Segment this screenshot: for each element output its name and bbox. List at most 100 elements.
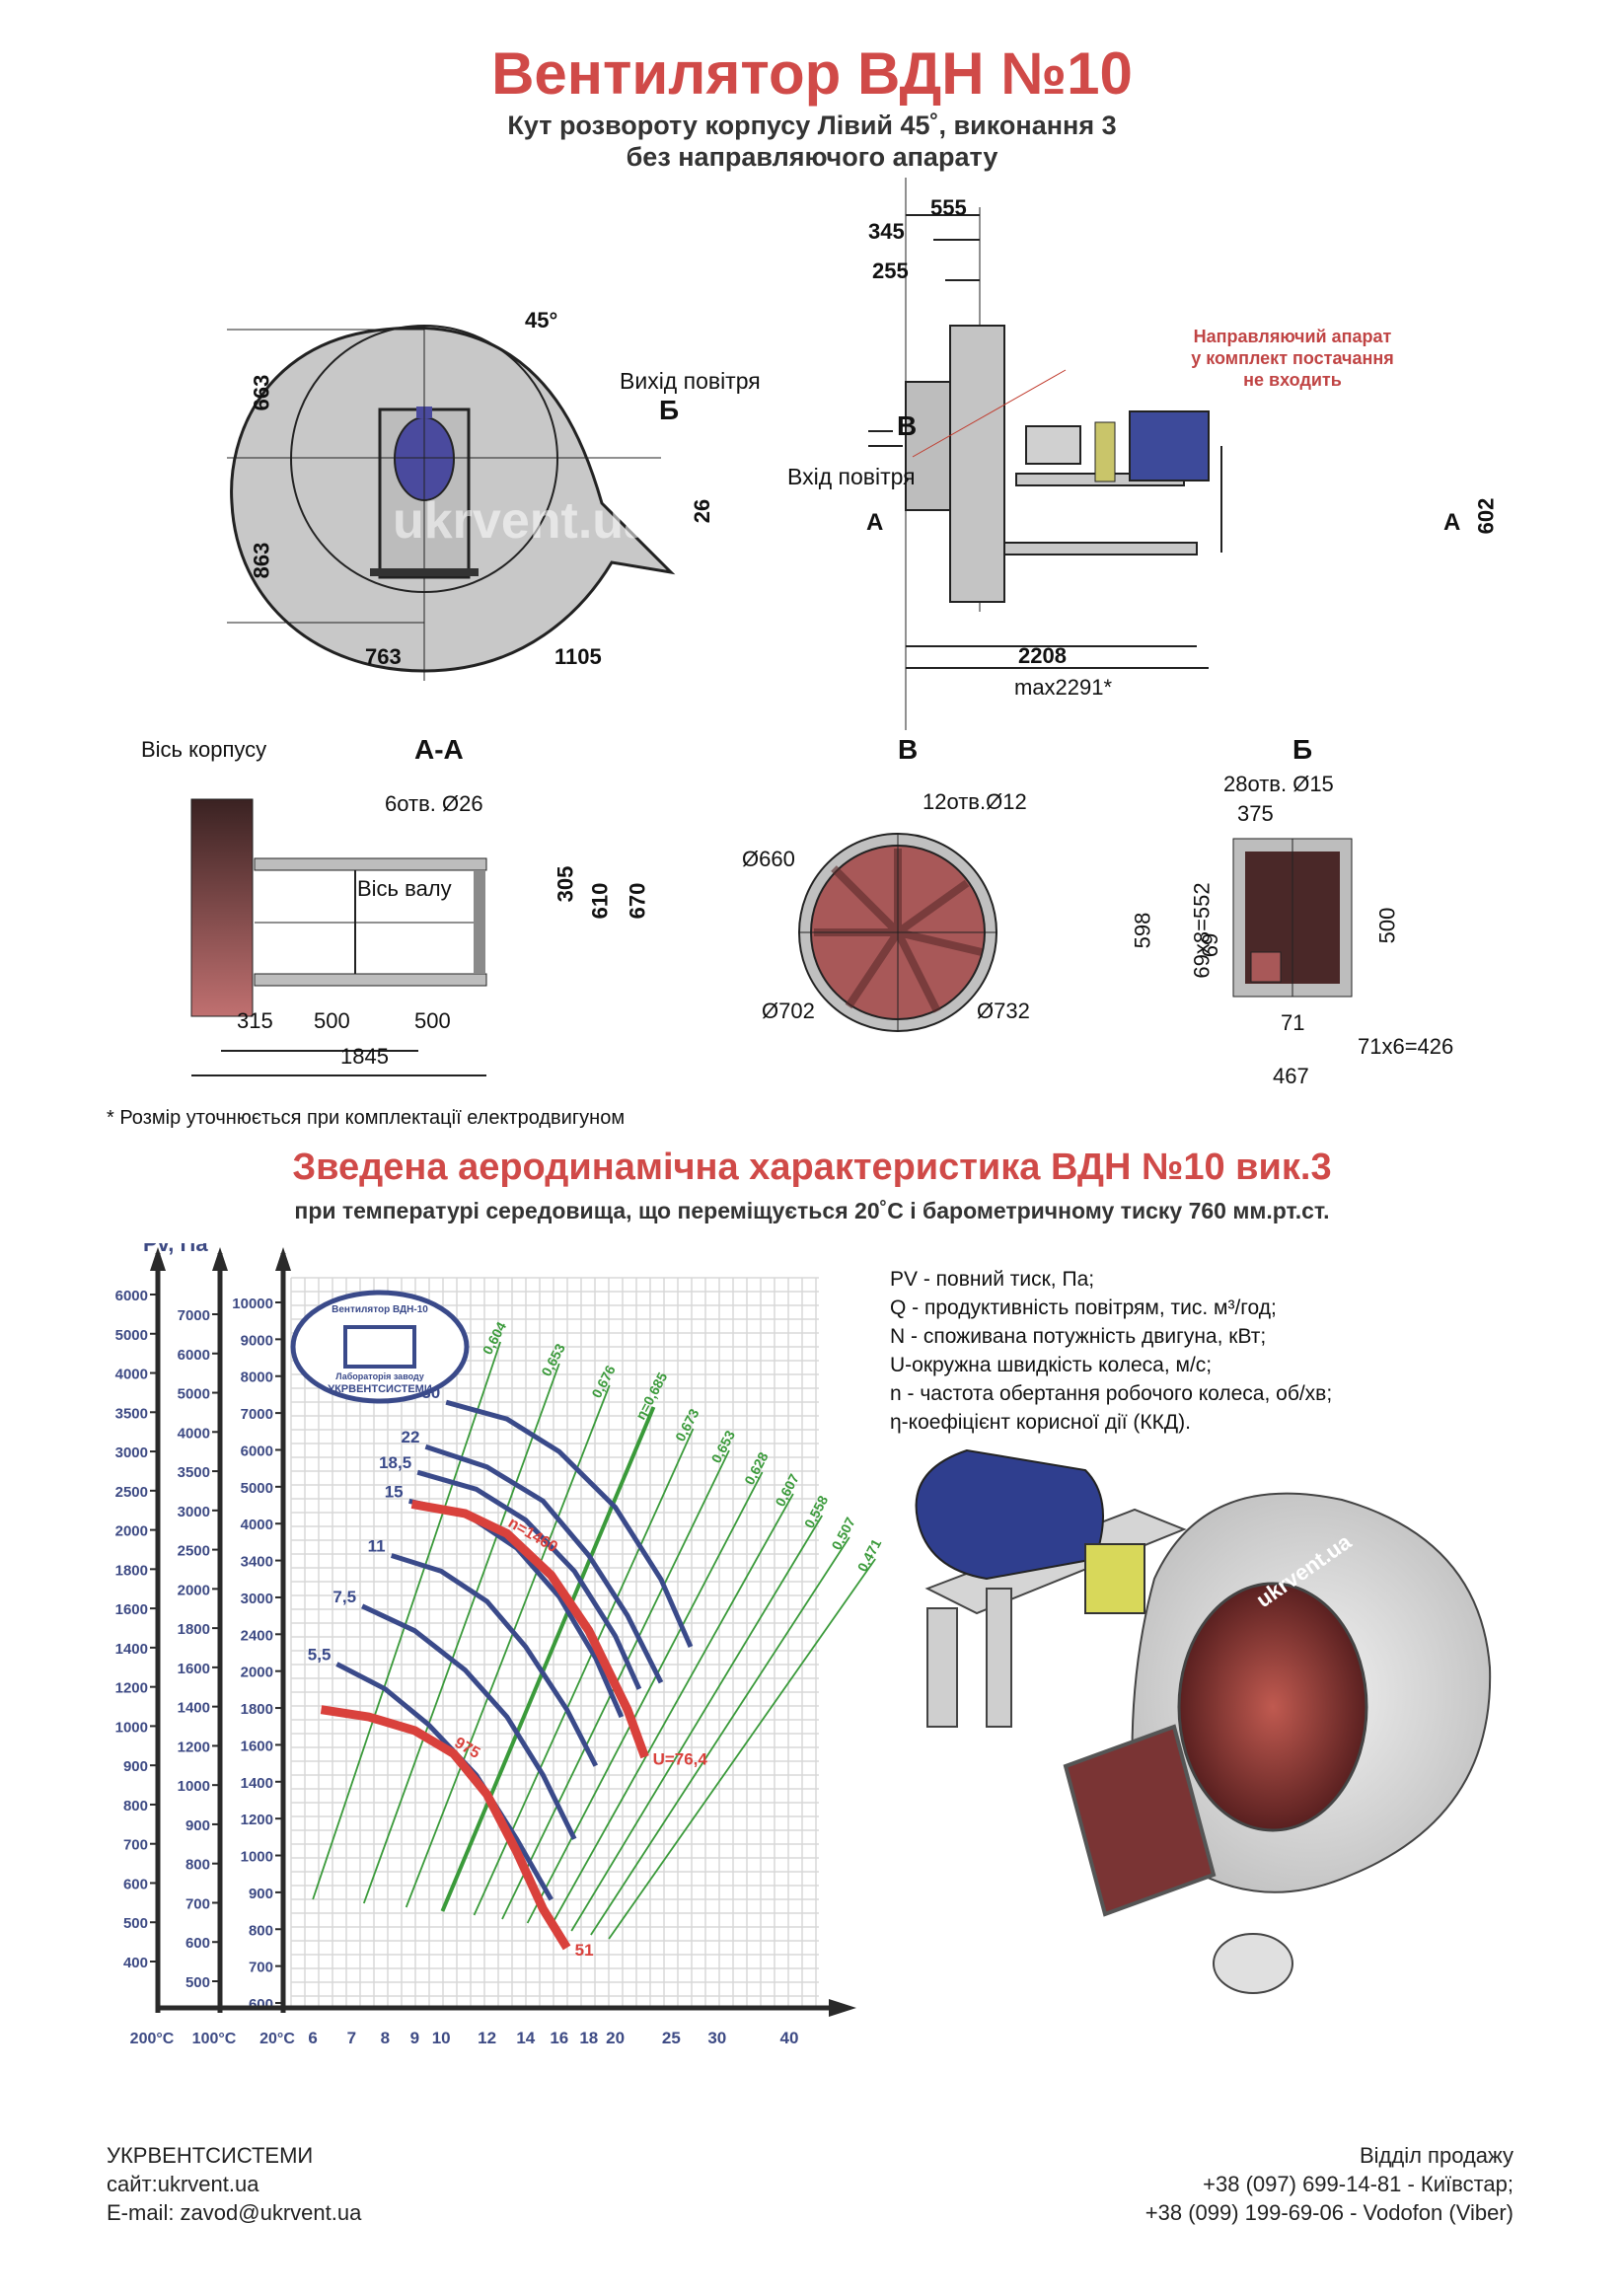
front-view-drawing: ukrvent.ua [227,325,676,681]
dim-1845: 1845 [340,1044,389,1069]
phone-kyivstar[interactable]: +38 (097) 699-14-81 - Київстар; [1203,2172,1513,2196]
housing-section [190,798,254,1017]
efficiency-label: 0,471 [854,1536,885,1575]
power-curve-label: 11 [368,1536,386,1555]
speed-curve [320,1705,571,1951]
axis-tick-label: 5000 [178,1386,210,1403]
axis-tick-label: 1200 [115,1680,148,1697]
render-shaft-flange [1213,1933,1293,1994]
dim-500: 500 [1374,907,1400,944]
temperature-label: 200°C [130,2031,175,2047]
view-v-title: В [898,734,919,765]
fan-housing-side [949,325,1005,603]
x-tick-label: 30 [707,2029,726,2047]
axis-tick-label: 1400 [115,1641,148,1658]
dim-d660: Ø660 [742,847,795,871]
dim-255: 255 [872,259,909,283]
axis-tick-label: 3000 [178,1504,210,1520]
render-coupling [1084,1543,1145,1614]
dim-max2291: max2291* [1014,675,1113,700]
axis-tick-label: 500 [185,1974,210,1991]
section-mark-b: Б [659,395,680,425]
efficiency-line [526,1471,764,1924]
frame-rail-top [254,857,487,871]
x-tick-label: 8 [381,2029,390,2047]
axis-tick-label: 1600 [178,1661,210,1677]
axis-tick-label: 600 [185,1935,210,1952]
axis-tick-label: 7000 [178,1307,210,1324]
axis-tick-label: 800 [123,1798,148,1815]
axis-tick-label: 9000 [241,1332,273,1349]
section-mark-a-right: А [1443,509,1461,536]
x-tick-label: 40 [780,2029,799,2047]
section-aa-title: А-А [414,734,464,765]
axis-tick-label: 900 [249,1886,273,1902]
frame-base [1003,542,1198,555]
axis-tick-label: 1200 [241,1812,273,1828]
company-site[interactable]: сайт:ukrvent.ua [107,2172,259,2196]
axis-arrow-icon [212,1247,228,1271]
axis-arrow-icon [275,1247,291,1271]
dim-d732: Ø732 [977,999,1030,1023]
power-curve-label: 7,5 [332,1588,356,1606]
axis-tick-label: 2000 [115,1523,148,1540]
dim-467: 467 [1273,1064,1309,1088]
view-mark-v: В [897,410,918,441]
legend-q: Q - продуктивність повітрям, тис. м³/год… [890,1296,1277,1319]
power-curve [390,1553,599,1767]
axis-tick-label: 2500 [178,1543,210,1560]
dim-1105: 1105 [554,644,602,669]
x-tick-label: 9 [410,2029,419,2047]
frame-rail-bottom [254,973,487,987]
render-inlet [1177,1582,1368,1832]
holes-12-d12: 12отв.Ø12 [923,789,1027,814]
axis-tick-label: 1600 [241,1738,273,1754]
legend-rpm: n - частота обертання робочого колеса, о… [890,1382,1333,1405]
axis-tick-label: 3500 [115,1405,148,1422]
render-motor [915,1448,1104,1581]
power-curve [445,1399,694,1649]
axis-tick-label: 5000 [241,1480,273,1497]
axis-tick-label: 1800 [115,1562,148,1579]
axis-tick-label: 700 [185,1895,210,1912]
phone-vodafone[interactable]: +38 (099) 199-69-06 - Vodofon (Viber) [1144,2200,1513,2225]
efficiency-label: 0,673 [672,1406,702,1444]
x-tick-label: 20 [606,2029,625,2047]
aero-subtitle: при температурі середовища, що переміщує… [294,1198,1330,1223]
legend-u: U-окружна швидкість колеса, м/с; [890,1354,1213,1376]
x-tick-label: 25 [662,2029,681,2047]
stamp-text-top: Вентилятор ВДН-10 [332,1304,428,1315]
dim-2208: 2208 [1018,643,1067,668]
fan-3d-render: ukrvent.ua [915,1448,1492,1994]
dim-610: 610 [587,882,613,920]
power-curve [424,1444,664,1684]
outlet-label: Вихід повітря [620,368,761,394]
efficiency-line [590,1536,850,1936]
x-tick-label: 18 [579,2029,598,2047]
company-email[interactable]: E-mail: zavod@ukrvent.ua [107,2200,362,2225]
dim-71: 71 [1281,1010,1305,1035]
x-tick-label: 14 [516,2029,535,2047]
axis-tick-label: 2000 [241,1665,273,1681]
power-curve [361,1603,577,1840]
dim-555: 555 [930,195,967,220]
section-aa-drawing [190,798,487,1076]
dim-69: 69 [1198,932,1223,958]
housing-axis-label: Вісь корпусу [141,737,267,762]
tip-speed-label: U=76,4 [653,1750,708,1769]
axis-tick-label: 5000 [115,1327,148,1344]
x-tick-label: 16 [550,2029,568,2047]
efficiency-line [405,1384,611,1908]
efficiency-line [608,1558,876,1940]
axis-tick-label: 6000 [241,1443,273,1459]
note-line-3: не входить [1243,370,1342,390]
note-line-2: у комплект постачання [1191,348,1394,368]
dim-69x8-552: 69x8=552 [1189,882,1215,979]
holes-28-d15: 28отв. Ø15 [1223,772,1334,796]
axis-tick-label: 1000 [115,1719,148,1736]
axis-tick-label: 1400 [178,1700,210,1717]
axis-tick-label: 800 [249,1922,273,1939]
dim-375: 375 [1237,801,1274,826]
x-tick-label: 10 [432,2029,451,2047]
power-curve-label: 5,5 [308,1645,332,1664]
